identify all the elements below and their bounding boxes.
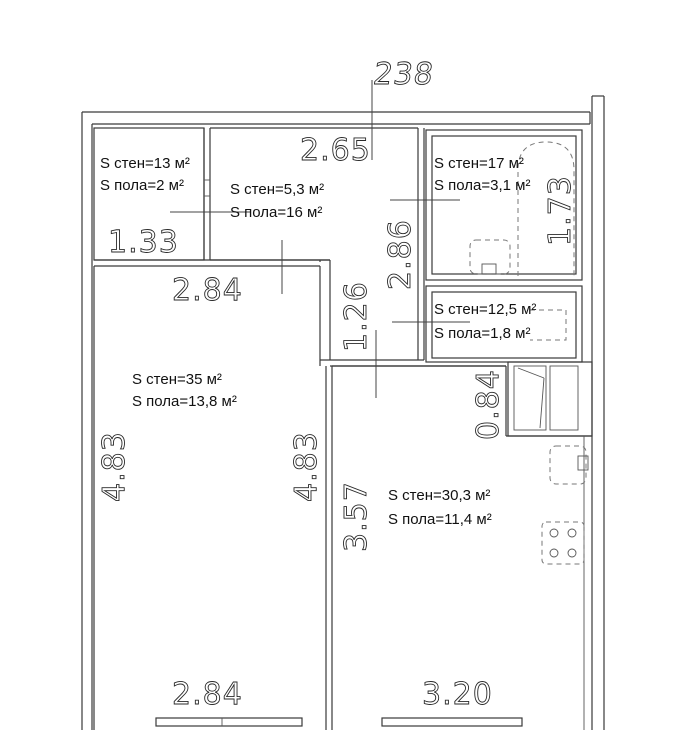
dimension-bathtub-length: 1.73 — [543, 175, 578, 246]
toilet-walls-area: S стен=12,5 м² — [434, 301, 536, 318]
dimension-living-right: 4.83 — [289, 431, 324, 502]
living-room-walls — [93, 266, 333, 730]
toilet-floor-area: S пола=1,8 м² — [434, 325, 531, 342]
kitchen-tap-icon — [577, 455, 589, 471]
dimension-living-bottom: 2.84 — [172, 677, 243, 712]
dimension-living-top: 2.84 — [172, 273, 243, 308]
kitchen-floor-area: S пола=11,4 м² — [388, 511, 492, 528]
bathroom-floor-area: S пола=3,1 м² — [434, 177, 531, 194]
hallway-floor-area: S пола=16 м² — [230, 204, 322, 221]
dimension-living-left: 4.83 — [97, 431, 132, 502]
dimension-kitchen-left: 3.57 — [339, 481, 374, 552]
toilet-fixture-icon — [530, 309, 567, 341]
dimension-corridor-height: 1.26 — [339, 281, 374, 352]
dimension-niche-height: 0.84 — [471, 369, 506, 440]
living-floor-area: S пола=13,8 м² — [132, 393, 237, 410]
hallway-walls-area: S стен=5,3 м² — [230, 181, 324, 198]
niche-cabinets — [505, 361, 593, 437]
living-walls-area: S стен=35 м² — [132, 371, 222, 388]
storage-floor-area: S пола=2 м² — [100, 177, 184, 194]
leader-lines — [170, 80, 470, 398]
dimension-hallway-width: 2.65 — [300, 133, 371, 168]
bathroom-walls — [425, 129, 583, 281]
bathroom-walls-area: S стен=17 м² — [434, 155, 524, 172]
dimension-kitchen-bottom: 3.20 — [422, 677, 493, 712]
stove-icon — [541, 521, 585, 565]
sink-icon — [469, 239, 511, 275]
kitchen-walls — [332, 365, 585, 730]
storage-walls-area: S стен=13 м² — [100, 155, 190, 172]
dimension-storage-width: 1.33 — [108, 225, 179, 260]
kitchen-walls-area: S стен=30,3 м² — [388, 487, 490, 504]
dimension-hallway-height: 2.86 — [383, 219, 418, 290]
sink-drain-icon — [481, 263, 497, 275]
dimension-top: 238 — [371, 57, 436, 92]
kitchen-sink-icon — [549, 445, 587, 485]
bottom-windows — [155, 717, 523, 727]
toilet-walls — [425, 285, 583, 363]
